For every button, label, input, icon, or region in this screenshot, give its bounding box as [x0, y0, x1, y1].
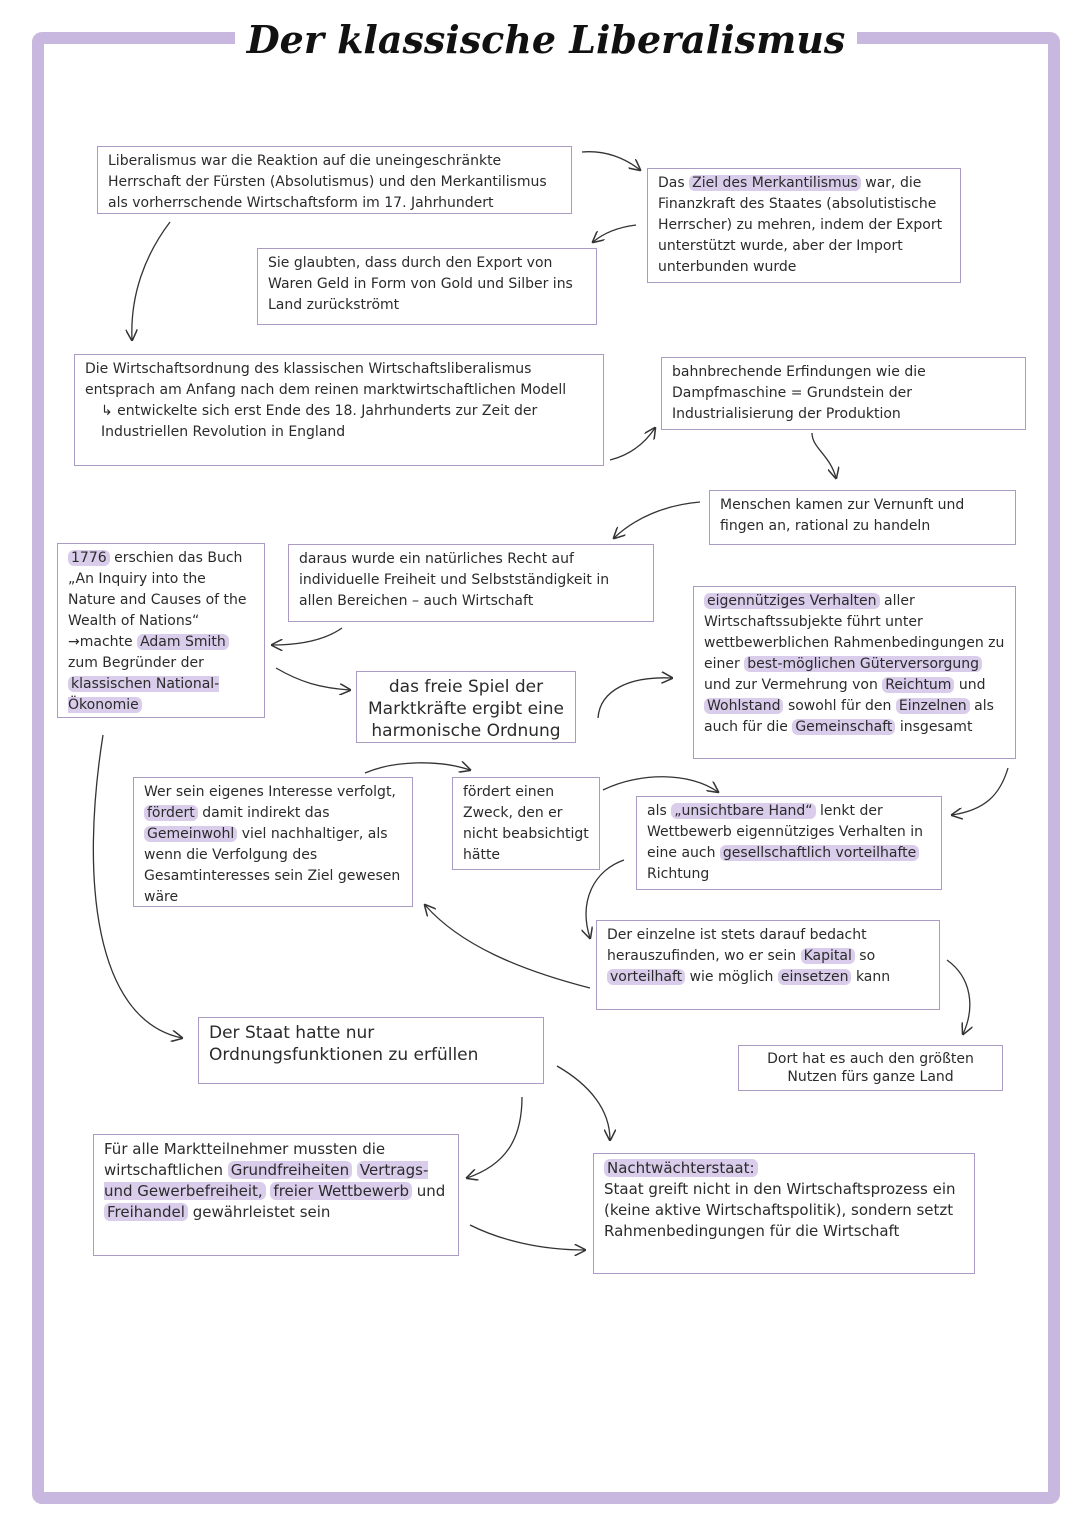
box-capital-text-4: kann: [855, 969, 891, 985]
box-basic-freedoms-text-3: gewährleistet sein: [192, 1203, 331, 1221]
box-night-watchman-heading: Nachtwächterstaat:: [604, 1159, 758, 1177]
box-self-interest-hl-5: Einzelnen: [895, 698, 970, 714]
box-own-interest-text-3: viel nachhaltiger, als wenn die Verfolgu…: [144, 826, 401, 905]
box-free-play: das freie Spiel der Marktkräfte ergibt e…: [356, 671, 576, 743]
arrow-b1-b2: [581, 151, 640, 170]
arrow-b7-b10: [275, 667, 350, 690]
box-capital-hl-2: vorteilhaft: [607, 969, 686, 985]
arrow-b8-b7: [272, 627, 343, 645]
box-invisible-hand-text-2: lenkt der Wettbewerb eigennütziges Verha…: [647, 803, 924, 861]
box-capital-hl-3: einsetzen: [777, 969, 852, 985]
box-mercantilism-goal-post: war, die Finanzkraft des Staates (absolu…: [658, 175, 943, 275]
box-capital-text-2: so: [859, 948, 876, 964]
box-export-belief-text: Sie glaubten, dass durch den Export von …: [268, 255, 573, 313]
box-liberalism-reaction: Liberalismus war die Reaktion auf die un…: [97, 146, 572, 214]
box-state-role-text: Der Staat hatte nur Ordnungsfunktionen z…: [209, 1023, 479, 1065]
box-mercantilism-goal-highlight: Ziel des Merkantilismus: [689, 175, 861, 191]
box-greatest-benefit-text: Dort hat es auch den größten Nutzen fürs…: [767, 1051, 974, 1085]
box-self-interest: eigennütziges Verhalten aller Wirtschaft…: [693, 586, 1016, 759]
arrow-b11-b12: [364, 763, 470, 774]
box-mercantilism-goal: Das Ziel des Merkantilismus war, die Fin…: [647, 168, 961, 283]
box-self-interest-hl-4: Wohlstand: [704, 698, 784, 714]
box-invisible-hand-text-3: Richtung: [647, 866, 710, 882]
box-basic-freedoms: Für alle Marktteilnehmer mussten die wir…: [93, 1134, 459, 1256]
box-invisible-hand-hl-2: gesellschaftlich vorteilhafte: [719, 845, 920, 861]
box-export-belief: Sie glaubten, dass durch den Export von …: [257, 248, 597, 325]
arrow-b17-b18: [469, 1224, 585, 1250]
box-basic-freedoms-hl-3: freier Wettbewerb: [270, 1182, 412, 1200]
box-night-watchman-text: Staat greift nicht in den Wirtschaftspro…: [604, 1180, 956, 1240]
box-adam-smith-text-1: erschien das Buch „An Inquiry into the N…: [68, 550, 247, 650]
box-basic-freedoms-text-2: und: [416, 1182, 446, 1200]
arrow-b15-b18: [556, 1065, 610, 1140]
box-self-interest-text-4: sowohl für den: [787, 698, 892, 714]
arrow-b15-b17: [467, 1096, 523, 1178]
box-mercantilism-goal-pre: Das: [658, 175, 685, 191]
arrow-b13-b14: [586, 859, 625, 938]
box-natural-right: daraus wurde ein natürliches Recht auf i…: [288, 544, 654, 622]
box-own-interest-hl-1: fördert: [144, 805, 198, 821]
box-reason: Menschen kamen zur Vernunft und fingen a…: [709, 490, 1016, 545]
arrow-b14-b11: [425, 905, 591, 989]
box-own-interest-text-2: damit indirekt das: [202, 805, 330, 821]
box-reason-text: Menschen kamen zur Vernunft und fingen a…: [720, 497, 965, 534]
box-economic-order: Die Wirtschaftsordnung des klassischen W…: [74, 354, 604, 466]
box-unintended-purpose-text: fördert einen Zweck, den er nicht beabsi…: [463, 784, 589, 863]
box-self-interest-hl-1: eigennütziges Verhalten: [704, 593, 880, 609]
arrow-b2-b3: [593, 224, 637, 242]
arrow-b9-b13: [952, 767, 1009, 815]
box-adam-smith-economics: klassischen National-Ökonomie: [68, 676, 220, 713]
box-own-interest-text-1: Wer sein eigenes Interesse verfolgt,: [144, 784, 396, 800]
title-banner: Der klassische Liberalismus: [235, 8, 857, 72]
box-economic-order-sub: ↳ entwickelte sich erst Ende des 18. Jah…: [101, 403, 538, 440]
box-own-interest: Wer sein eigenes Interesse verfolgt, för…: [133, 777, 413, 907]
box-basic-freedoms-hl-1: Grundfreiheiten: [227, 1161, 353, 1179]
box-greatest-benefit: Dort hat es auch den größten Nutzen fürs…: [738, 1045, 1003, 1091]
box-liberalism-reaction-text: Liberalismus war die Reaktion auf die un…: [108, 153, 547, 211]
box-adam-smith-name: Adam Smith: [137, 634, 229, 650]
box-economic-order-text: Die Wirtschaftsordnung des klassischen W…: [85, 361, 567, 398]
box-invisible-hand-text-1: als: [647, 803, 667, 819]
box-self-interest-hl-3: Reichtum: [882, 677, 955, 693]
box-inventions: bahnbrechende Erfindungen wie die Dampfm…: [661, 357, 1026, 430]
box-self-interest-text-5: als auch für die: [704, 698, 994, 735]
box-natural-right-text: daraus wurde ein natürliches Recht auf i…: [299, 551, 610, 609]
box-self-interest-text-2: und zur Vermehrung von: [704, 677, 878, 693]
box-state-role: Der Staat hatte nur Ordnungsfunktionen z…: [198, 1017, 544, 1084]
box-capital: Der einzelne ist stets darauf bedacht he…: [596, 920, 940, 1010]
box-inventions-text: bahnbrechende Erfindungen wie die Dampfm…: [672, 364, 926, 422]
box-basic-freedoms-hl-4: Freihandel: [104, 1203, 188, 1221]
box-adam-smith-text-2: zum Begründer der: [68, 655, 204, 671]
box-unintended-purpose: fördert einen Zweck, den er nicht beabsi…: [452, 777, 600, 870]
box-free-play-text: das freie Spiel der Marktkräfte ergibt e…: [368, 677, 564, 741]
arrow-b14-b16: [946, 959, 970, 1034]
box-adam-smith-year: 1776: [68, 550, 110, 566]
box-own-interest-hl-2: Gemeinwohl: [144, 826, 238, 842]
box-self-interest-text-6: insgesamt: [899, 719, 973, 735]
box-self-interest-text-3: und: [958, 677, 986, 693]
box-capital-text-1: Der einzelne ist stets darauf bedacht he…: [607, 927, 867, 964]
box-invisible-hand: als „unsichtbare Hand“ lenkt der Wettbew…: [636, 796, 942, 890]
arrow-b5-b6: [811, 432, 836, 478]
box-self-interest-hl-6: Gemeinschaft: [792, 719, 896, 735]
arrow-b6-b8: [614, 501, 701, 538]
page-title: Der klassische Liberalismus: [246, 17, 846, 62]
arrow-b7-b15: [92, 734, 182, 1038]
box-basic-freedoms-text-1: Für alle Marktteilnehmer mussten die wir…: [104, 1140, 386, 1179]
box-night-watchman: Nachtwächterstaat: Staat greift nicht in…: [593, 1153, 975, 1274]
arrow-b4-b5: [609, 428, 655, 461]
box-self-interest-text-1: aller Wirtschaftssubjekte führt unter we…: [704, 593, 1005, 672]
box-capital-text-3: wie möglich: [689, 969, 774, 985]
box-capital-hl-1: Kapital: [800, 948, 855, 964]
box-invisible-hand-hl-1: „unsichtbare Hand“: [671, 803, 816, 819]
box-adam-smith: 1776 erschien das Buch „An Inquiry into …: [57, 543, 265, 718]
arrow-b10-b9: [597, 678, 672, 719]
arrow-b12-b13: [602, 776, 718, 792]
box-self-interest-hl-2: best-möglichen Güterversorgung: [744, 656, 983, 672]
arrow-b1-b4: [132, 221, 171, 340]
